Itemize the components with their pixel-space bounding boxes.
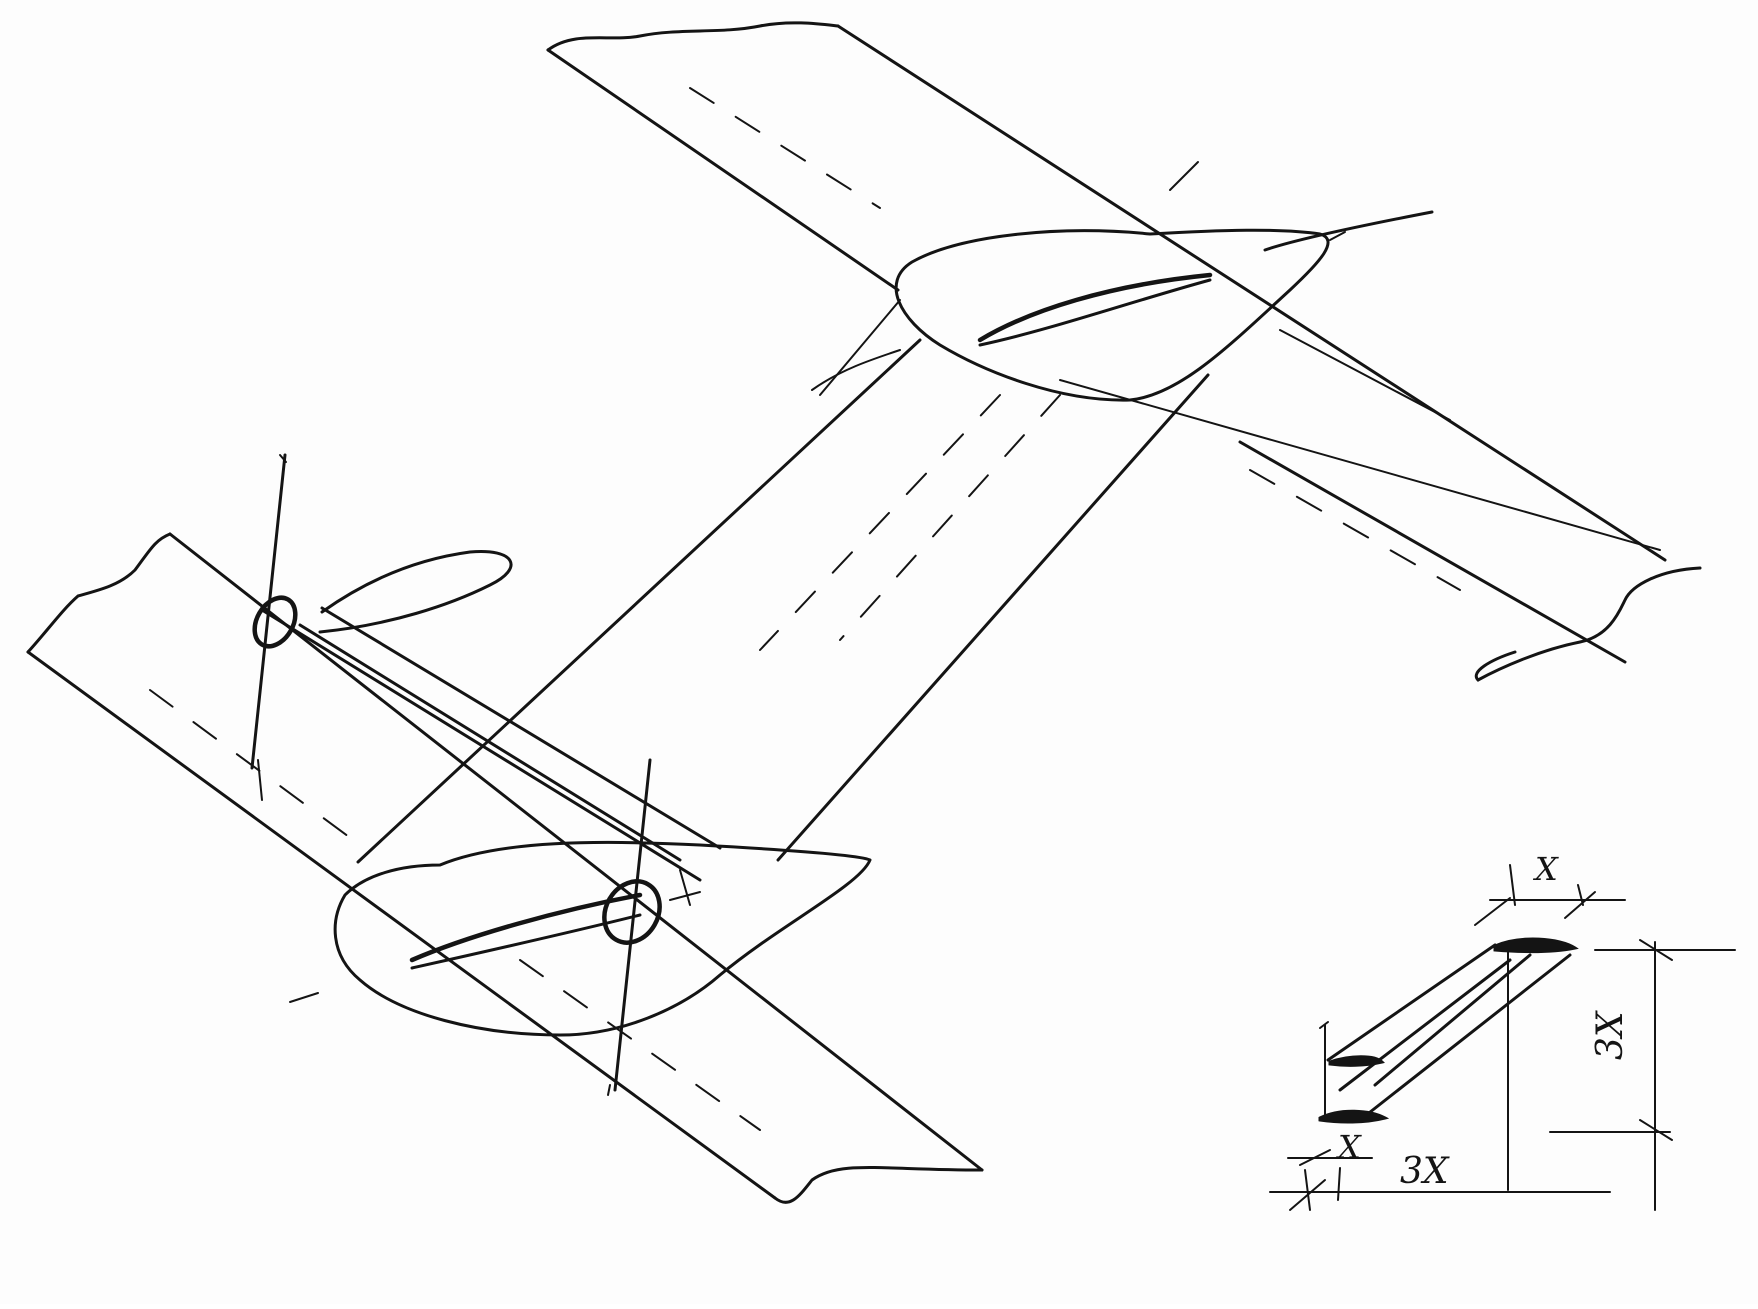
inset-label-top: X [1532,850,1559,888]
front-wing [26,532,984,1204]
left-pod [250,453,722,882]
fuselage [356,299,1210,864]
rear-wing [546,21,1702,682]
inset-label-bottom-right: 3X [1400,1151,1450,1192]
rear-nacelle [894,161,1434,402]
detail-inset: X X 3X 3X [1269,850,1736,1211]
inset-label-right: 3X [1590,1010,1631,1060]
front-nacelle [333,758,872,1096]
inset-label-bottom-left: X [1335,1128,1362,1166]
